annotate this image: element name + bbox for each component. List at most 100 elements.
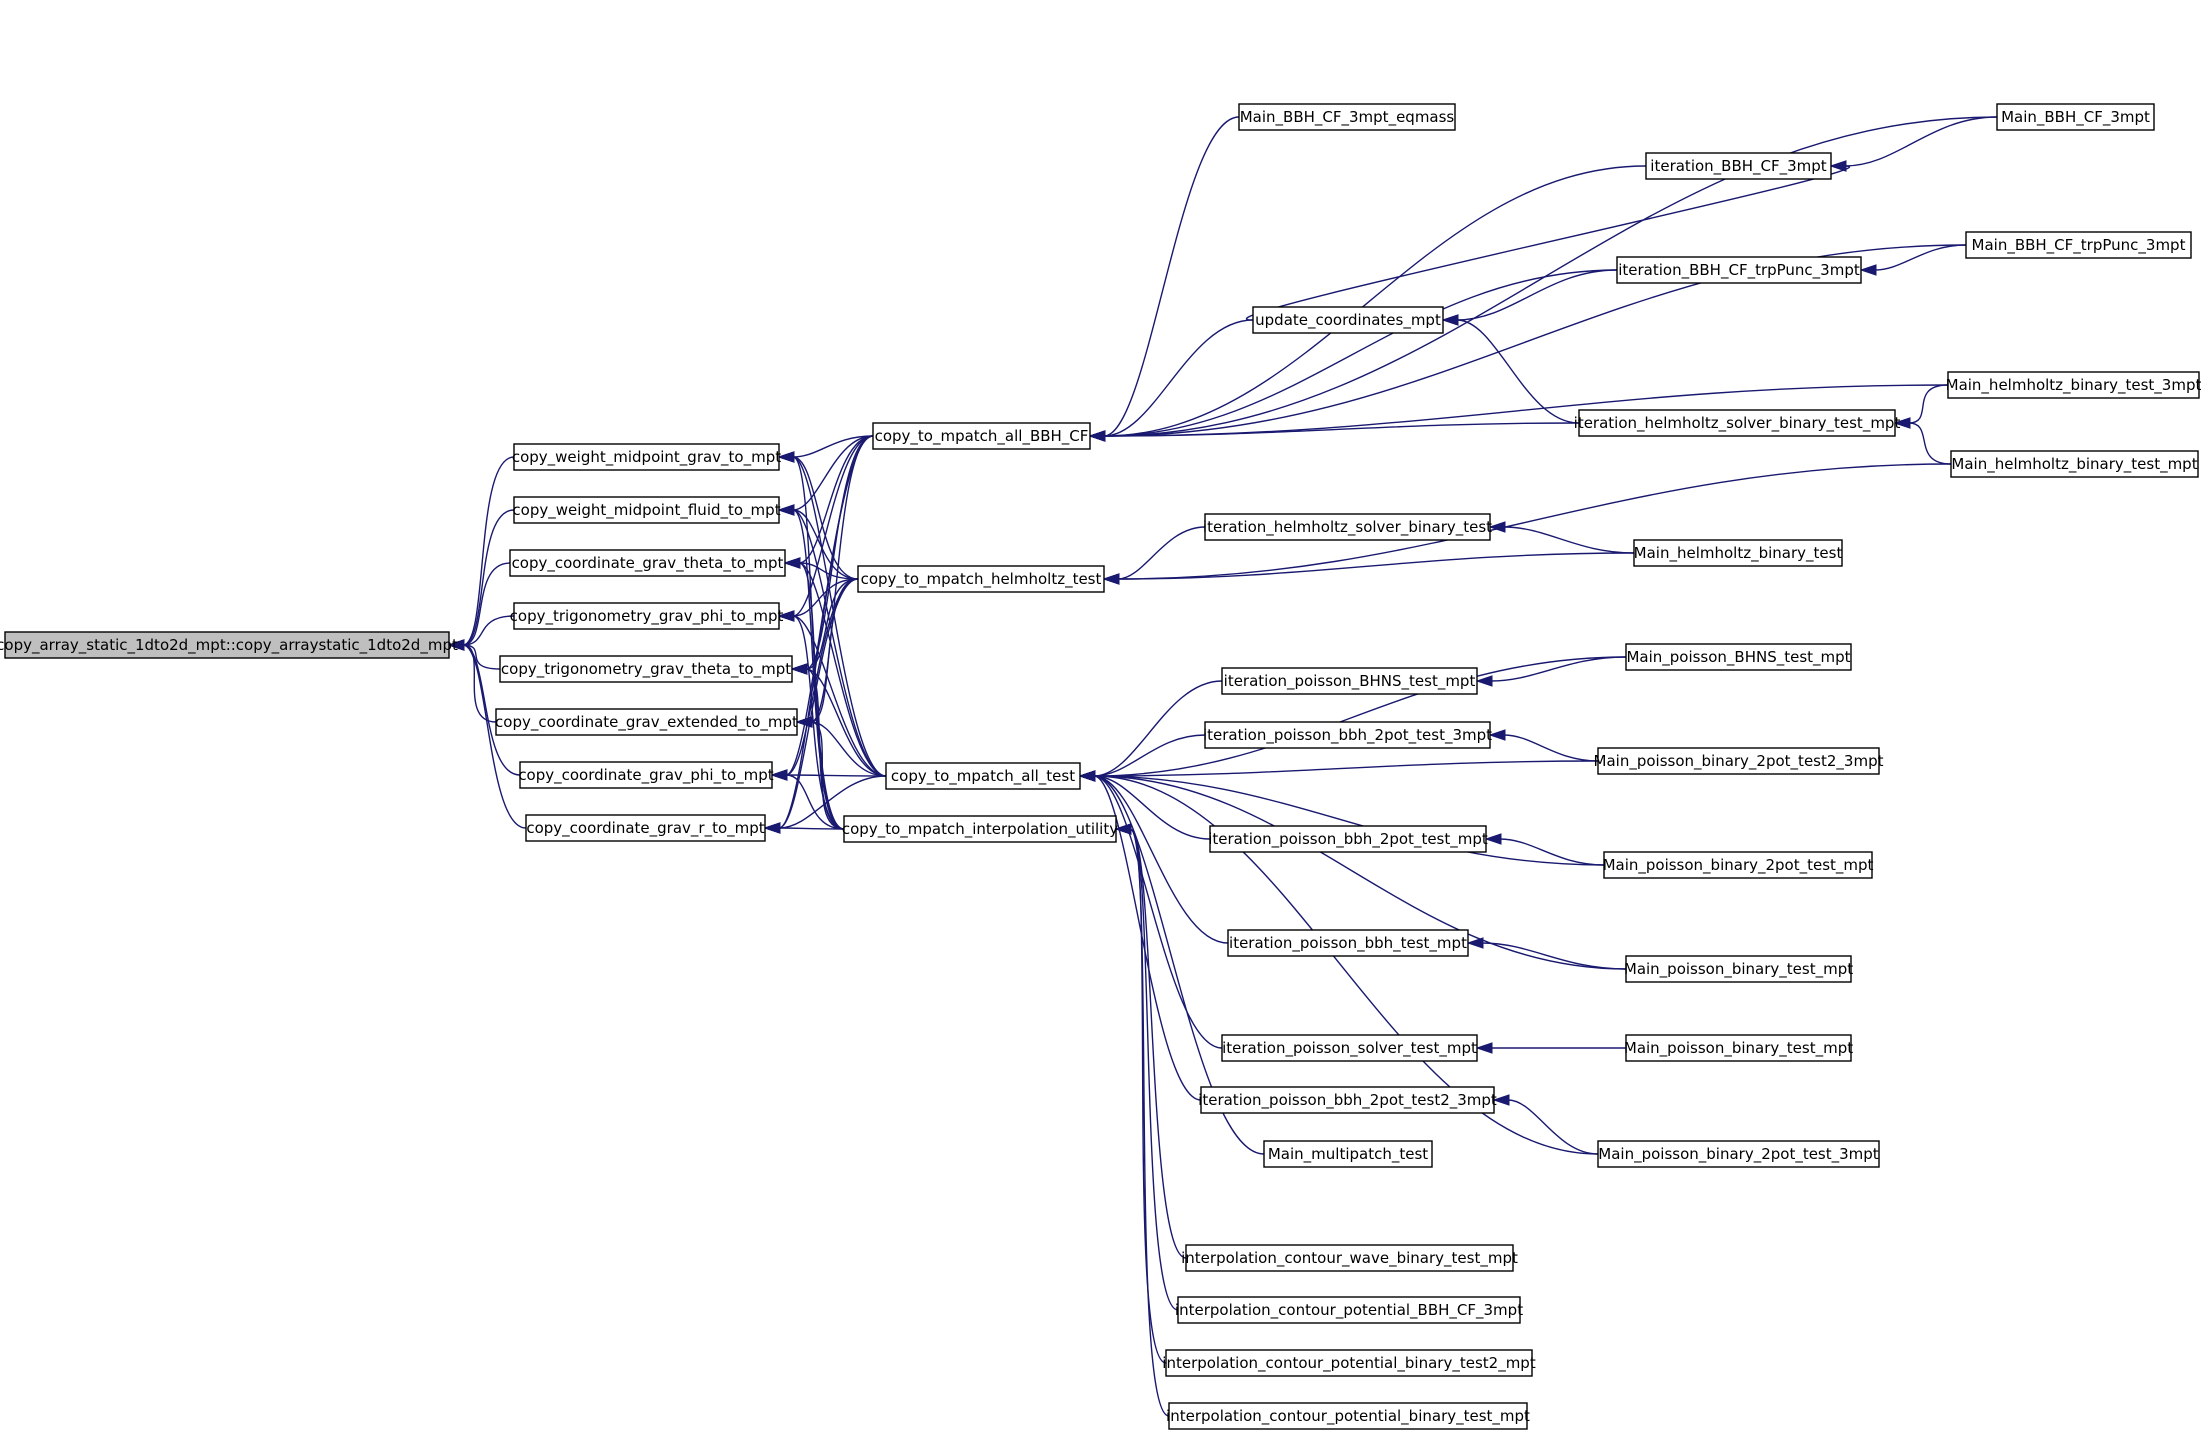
node-it_bbh2pot[interactable]: iteration_poisson_bbh_2pot_test_mpt: [1208, 825, 1488, 853]
arrowhead-icon: [1492, 1094, 1510, 1106]
node-box: [1996, 103, 2155, 131]
arrowhead-icon: [447, 639, 465, 651]
node-box: [1597, 747, 1880, 775]
node-ccgr[interactable]: copy_coordinate_grav_r_to_mpt: [525, 814, 766, 842]
node-box: [509, 549, 786, 577]
node-ctgp[interactable]: copy_trigonometry_grav_phi_to_mpt: [510, 602, 784, 630]
node-it_bbh2pot3[interactable]: iteration_poisson_bbh_2pot_test_3mpt: [1203, 721, 1492, 749]
arrowhead-icon: [1488, 729, 1506, 741]
node-bbhcf[interactable]: copy_to_mpatch_all_BBH_CF: [872, 422, 1091, 450]
node-box: [843, 815, 1117, 843]
node-layer: copy_array_static_1dto2d_mpt::copy_array…: [0, 103, 2202, 1430]
node-box: [885, 762, 1081, 790]
node-m_bin2pot2_3[interactable]: Main_poisson_binary_2pot_test2_3mpt: [1594, 747, 1884, 775]
edge-m_helm_bin3-to-it_helm_bin_mpt: [1908, 384, 1949, 424]
node-ccgt[interactable]: copy_coordinate_grav_theta_to_mpt: [509, 549, 786, 577]
edge-it_bbh2pot-to-alltest: [1093, 775, 1211, 840]
node-upd[interactable]: update_coordinates_mpt: [1252, 306, 1444, 334]
node-box: [1238, 103, 1456, 131]
node-interp[interactable]: copy_to_mpatch_interpolation_utility: [842, 815, 1118, 843]
node-m_mp[interactable]: Main_multipatch_test: [1263, 1140, 1433, 1168]
node-m_bin_a[interactable]: Main_poisson_binary_test_mpt: [1624, 955, 1853, 983]
edge-cwmg-to-root: [462, 456, 515, 646]
edge-ccge-to-root: [462, 644, 497, 723]
node-it_bbh3[interactable]: iteration_BBH_CF_3mpt: [1645, 152, 1832, 180]
node-helm[interactable]: copy_to_mpatch_helmholtz_test: [857, 565, 1105, 593]
node-it_bhns[interactable]: iteration_poisson_BHNS_test_mpt: [1221, 667, 1478, 695]
node-it_solver[interactable]: iteration_poisson_solver_test_mpt: [1221, 1034, 1478, 1062]
edge-interp-to-ccgp: [785, 774, 845, 830]
node-m_bbh_eq[interactable]: Main_BBH_CF_3mpt_eqmass: [1238, 103, 1456, 131]
node-root[interactable]: copy_array_static_1dto2d_mpt::copy_array…: [0, 631, 458, 659]
node-ctgt[interactable]: copy_trigonometry_grav_theta_to_mpt: [499, 655, 793, 683]
arrowhead-icon: [1484, 833, 1502, 845]
edge-it_bhns-to-alltest: [1093, 680, 1223, 777]
node-ic_pot_bin2[interactable]: interpolation_contour_potential_binary_t…: [1162, 1349, 1536, 1377]
edge-it_solver-to-alltest: [1093, 775, 1223, 1049]
node-box: [1950, 450, 2199, 478]
node-label: Main_helmholtz_binary_test_3mpt: [1946, 376, 2202, 395]
node-ccge[interactable]: copy_coordinate_grav_extended_to_mpt: [495, 708, 798, 736]
node-it_bbh[interactable]: iteration_poisson_bbh_test_mpt: [1227, 929, 1469, 957]
node-m_bhns[interactable]: Main_poisson_BHNS_test_mpt: [1625, 643, 1852, 671]
node-label: Main_BBH_CF_3mpt_eqmass: [1240, 108, 1455, 127]
node-label: iteration_poisson_bbh_2pot_test_3mpt: [1203, 726, 1492, 745]
node-m_bin2pot[interactable]: Main_poisson_binary_2pot_test_mpt: [1603, 851, 1874, 879]
edge-helm-to-ccgt: [798, 562, 859, 580]
node-box: [1165, 1349, 1533, 1377]
node-ic_pot_bbh[interactable]: interpolation_contour_potential_BBH_CF_3…: [1175, 1296, 1523, 1324]
node-m_helm_bin[interactable]: Main_helmholtz_binary_test: [1633, 539, 1843, 567]
edge-m_bin_a-to-alltest: [1093, 775, 1627, 970]
arrowhead-icon: [783, 557, 801, 569]
arrowhead-icon: [1078, 770, 1096, 782]
edge-helm-to-ctgt: [805, 578, 859, 670]
node-label: iteration_poisson_bbh_2pot_test2_3mpt: [1198, 1091, 1497, 1110]
node-label: copy_coordinate_grav_phi_to_mpt: [518, 766, 773, 785]
node-box: [1597, 1140, 1880, 1168]
node-label: iteration_BBH_CF_trpPunc_3mpt: [1618, 261, 1860, 280]
node-box: [1252, 306, 1444, 334]
edge-it_helm_bin_mpt-to-upd: [1456, 319, 1580, 424]
node-it_helm_bin_mpt[interactable]: iteration_helmholtz_solver_binary_test_m…: [1574, 409, 1901, 437]
node-box: [857, 565, 1105, 593]
node-ccgp[interactable]: copy_coordinate_grav_phi_to_mpt: [518, 761, 774, 789]
node-m_helm_bin3[interactable]: Main_helmholtz_binary_test_3mpt: [1946, 371, 2202, 399]
node-cwmg[interactable]: copy_weight_midpoint_grav_to_mpt: [512, 443, 781, 471]
node-label: iteration_helmholtz_solver_binary_test: [1203, 518, 1492, 537]
edge-m_bin2pot-to-alltest: [1093, 775, 1605, 866]
node-box: [495, 708, 798, 736]
node-label: Main_poisson_binary_test_mpt: [1624, 960, 1853, 979]
node-m_bbhtrp[interactable]: Main_BBH_CF_trpPunc_3mpt: [1965, 231, 2192, 259]
edge-ic_pot_bbh-to-interp: [1129, 828, 1179, 1311]
node-box: [1177, 1296, 1521, 1324]
node-label: copy_array_static_1dto2d_mpt::copy_array…: [0, 636, 458, 655]
node-alltest[interactable]: copy_to_mpatch_all_test: [885, 762, 1081, 790]
edge-it_helm_bin_mpt-to-bbhcf: [1103, 422, 1580, 437]
node-m_bin2pot3[interactable]: Main_poisson_binary_2pot_test_3mpt: [1597, 1140, 1880, 1168]
node-it_bbh2pot2_3[interactable]: iteration_poisson_bbh_2pot_test2_3mpt: [1198, 1086, 1497, 1114]
node-box: [1603, 851, 1873, 879]
node-label: interpolation_contour_potential_BBH_CF_3…: [1175, 1301, 1523, 1320]
edge-alltest-to-ccgt: [798, 562, 887, 777]
arrowhead-icon: [777, 451, 795, 463]
node-it_helm_bin[interactable]: iteration_helmholtz_solver_binary_test: [1203, 513, 1492, 541]
edge-alltest-to-ccgr: [778, 775, 887, 829]
edge-cwmf-to-root: [462, 509, 515, 646]
node-m_bin_b[interactable]: Main_poisson_binary_test_mpt: [1624, 1034, 1853, 1062]
node-m_bbh3[interactable]: Main_BBH_CF_3mpt: [1996, 103, 2155, 131]
edge-interp-to-ccgr: [778, 827, 845, 830]
node-ic_pot_bin[interactable]: interpolation_contour_potential_binary_t…: [1166, 1402, 1530, 1430]
edge-bbhcf-to-ccgp: [785, 435, 874, 776]
arrowhead-icon: [790, 663, 808, 675]
node-label: Main_helmholtz_binary_test_mpt: [1951, 455, 2197, 474]
edge-it_bbh-to-alltest: [1093, 775, 1229, 944]
edge-m_bbh_eq-to-bbhcf: [1103, 116, 1240, 437]
node-box: [1947, 371, 2200, 399]
node-cwmf[interactable]: copy_weight_midpoint_fluid_to_mpt: [512, 496, 781, 524]
node-ic_wave[interactable]: interpolation_contour_wave_binary_test_m…: [1181, 1244, 1518, 1272]
node-box: [519, 761, 773, 789]
edge-interp-to-ccgt: [798, 562, 845, 830]
node-it_bbhtrp[interactable]: iteration_BBH_CF_trpPunc_3mpt: [1616, 256, 1862, 284]
node-m_helm_bin_mpt[interactable]: Main_helmholtz_binary_test_mpt: [1950, 450, 2199, 478]
node-label: Main_BBH_CF_3mpt: [2001, 108, 2150, 127]
